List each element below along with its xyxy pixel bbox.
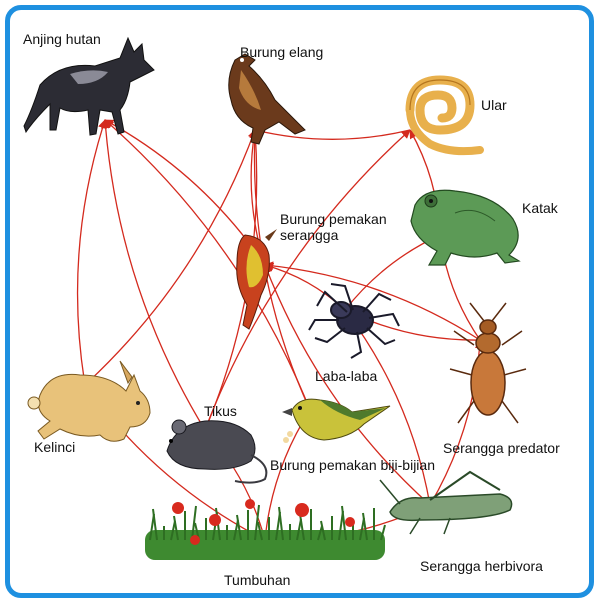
spider-illustration: [309, 284, 399, 358]
label-plants: Tumbuhan: [224, 572, 290, 588]
eagle-illustration: [229, 54, 305, 144]
frog-illustration: [411, 190, 519, 265]
label-seed-bird: Burung pemakan biji-bijian: [270, 457, 435, 473]
rabbit-illustration: [28, 361, 150, 441]
label-frog: Katak: [522, 200, 558, 216]
label-wolf: Anjing hutan: [23, 31, 101, 47]
arrow-mouse-to-wolf: [105, 120, 205, 430]
arrow-herbivore_insect-to-predator_insect: [430, 340, 480, 505]
predator-insect-illustration: [450, 303, 526, 423]
herbivore-insect-illustration: [380, 472, 512, 534]
plants-illustration: [145, 499, 385, 560]
arrow-spider-to-frog: [345, 235, 440, 310]
arrow-rabbit-to-wolf: [78, 120, 105, 385]
arrow-snake-to-eagle: [255, 130, 410, 139]
mouse-illustration: [167, 420, 266, 483]
label-predator-insect: Serangga predator: [443, 440, 560, 456]
snake-illustration: [410, 80, 480, 151]
label-snake: Ular: [481, 97, 507, 113]
label-eagle: Burung elang: [240, 44, 323, 60]
seed-bird-illustration: [282, 399, 390, 443]
label-insectivore-bird: Burung pemakan serangga: [280, 211, 387, 243]
arrow-mouse-to-snake: [205, 130, 410, 430]
label-herbivore-insect: Serangga herbivora: [420, 558, 543, 574]
label-mouse: Tikus: [204, 403, 237, 419]
arrow-seed_bird-to-wolf: [105, 120, 310, 410]
wolf-illustration: [24, 38, 154, 135]
label-spider: Laba-laba: [315, 368, 377, 384]
label-rabbit: Kelinci: [34, 439, 75, 455]
feeding-arrows: [78, 120, 480, 540]
food-web-frame: Anjing hutan Burung elang Ular Katak Bur…: [5, 5, 594, 598]
